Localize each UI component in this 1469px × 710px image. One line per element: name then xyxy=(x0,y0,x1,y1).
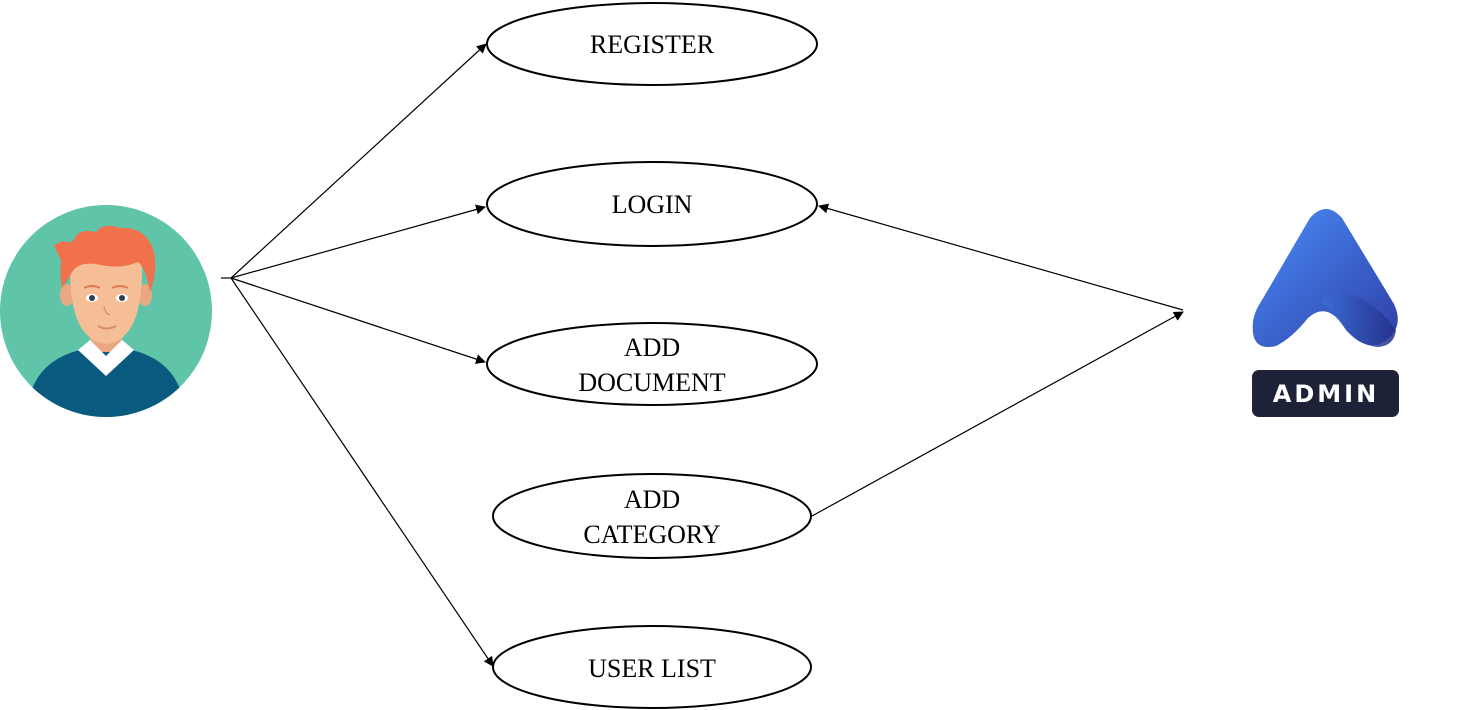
connector-add-category-admin xyxy=(811,311,1184,517)
admin-label: ADMIN xyxy=(1273,380,1379,408)
user-avatar-icon xyxy=(0,205,212,417)
use-case-add-category-label-line2: CATEGORY xyxy=(583,520,720,549)
use-case-add-document: ADD DOCUMENT xyxy=(486,322,818,406)
use-case-login-label: LOGIN xyxy=(612,190,693,219)
use-case-add-document-label-line2: DOCUMENT xyxy=(578,368,725,397)
connector-user-register xyxy=(230,43,487,279)
connector-user-add-document xyxy=(230,277,486,364)
use-case-user-list: USER LIST xyxy=(492,625,812,709)
use-case-register-label: REGISTER xyxy=(590,30,715,59)
use-case-user-list-label: USER LIST xyxy=(588,654,716,683)
connector-admin-login xyxy=(818,203,1184,311)
admin-badge xyxy=(1252,370,1399,417)
use-case-add-document-label-line1: ADD xyxy=(624,333,680,362)
connections xyxy=(221,43,1184,667)
connector-user-login xyxy=(230,204,486,279)
use-case-add-category-label-line1: ADD xyxy=(624,485,680,514)
use-case-add-category: ADD CATEGORY xyxy=(492,473,812,559)
admin-logo-icon: ADMIN xyxy=(1252,209,1399,417)
use-case-register: REGISTER xyxy=(486,2,818,86)
use-case-login: LOGIN xyxy=(486,161,818,247)
connector-user-user-list xyxy=(230,277,494,667)
